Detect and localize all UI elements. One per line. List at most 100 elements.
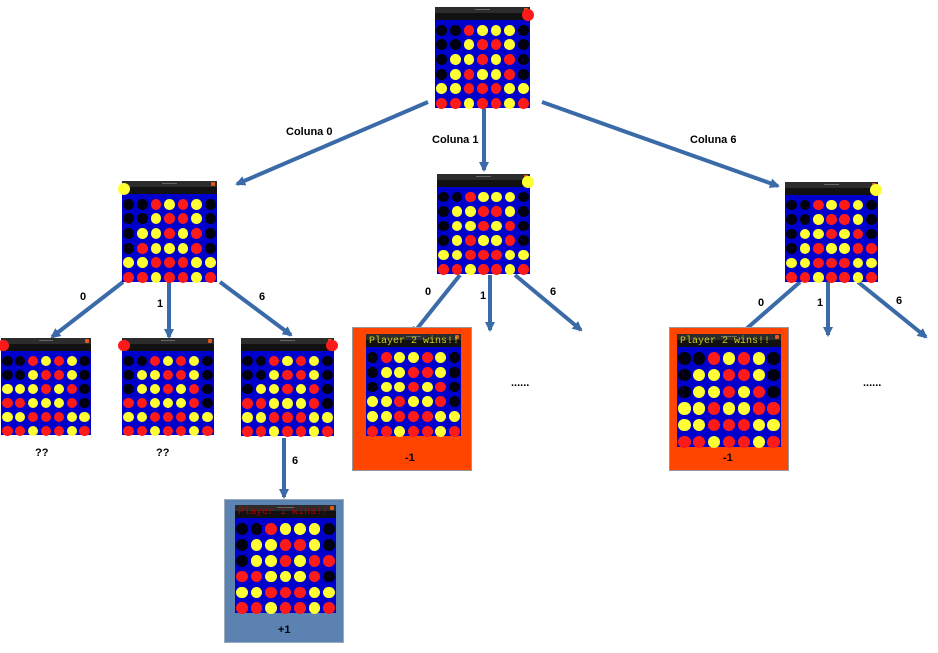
yellow-disc xyxy=(136,228,148,239)
yellow-disc xyxy=(491,191,503,203)
empty-slot xyxy=(136,213,148,225)
yellow-disc xyxy=(367,396,379,408)
red-disc xyxy=(799,272,811,283)
yellow-disc xyxy=(448,411,460,423)
empty-slot xyxy=(517,54,529,65)
empty-slot xyxy=(123,355,134,366)
yellow-disc xyxy=(308,355,320,367)
red-disc xyxy=(79,425,90,436)
yellow-turn-indicator xyxy=(522,176,534,188)
red-disc xyxy=(164,272,175,283)
yellow-disc xyxy=(464,220,476,232)
yellow-disc xyxy=(189,369,200,380)
yellow-disc xyxy=(175,397,187,408)
red-disc xyxy=(812,199,824,211)
yellow-disc xyxy=(150,228,162,239)
red-disc xyxy=(268,355,280,367)
yellow-disc xyxy=(478,191,489,203)
yellow-disc xyxy=(175,383,187,394)
red-disc xyxy=(308,383,320,395)
red-disc xyxy=(722,419,736,432)
red-disc xyxy=(123,272,135,283)
red-disc xyxy=(464,191,476,203)
yellow-disc xyxy=(491,220,503,232)
score-right: -1 xyxy=(723,452,733,464)
red-disc xyxy=(812,243,824,254)
empty-slot xyxy=(866,199,877,211)
yellow-disc xyxy=(250,539,263,551)
board-coluna0-1 xyxy=(118,338,214,436)
red-disc xyxy=(282,426,293,437)
yellow-disc xyxy=(136,411,147,422)
red-disc xyxy=(322,602,335,614)
red-disc xyxy=(322,426,333,437)
red-disc xyxy=(380,351,392,363)
empty-slot xyxy=(866,214,877,225)
yellow-disc xyxy=(149,383,160,394)
red-disc xyxy=(15,397,26,408)
red-disc xyxy=(295,426,306,437)
edge-label-col1-6: 6 xyxy=(550,286,557,298)
yellow-disc xyxy=(752,435,765,449)
red-disc xyxy=(279,602,292,614)
red-disc xyxy=(504,68,516,80)
red-disc xyxy=(40,425,52,436)
red-disc xyxy=(421,351,433,363)
red-disc xyxy=(177,198,189,210)
yellow-disc xyxy=(737,385,750,399)
empty-slot xyxy=(448,366,460,378)
yellow-disc xyxy=(852,199,864,211)
empty-slot xyxy=(438,220,449,232)
yellow-disc xyxy=(191,198,203,210)
red-disc xyxy=(162,425,174,436)
empty-slot xyxy=(767,385,780,399)
yellow-disc xyxy=(504,24,516,36)
red-disc xyxy=(478,249,489,261)
yellow-disc xyxy=(477,68,488,80)
yellow-disc xyxy=(504,83,516,95)
window-titlebar xyxy=(1,338,91,344)
red-disc xyxy=(367,426,379,437)
empty-slot xyxy=(250,523,263,535)
yellow-disc xyxy=(436,83,448,95)
edge-label-col6-6: 6 xyxy=(896,295,903,307)
yellow-disc xyxy=(202,411,213,422)
red-disc xyxy=(448,426,460,437)
window-titlebar xyxy=(437,174,530,180)
edge-label-col1-1: 1 xyxy=(480,290,487,302)
empty-slot xyxy=(15,355,26,366)
edge-label-col1-0: 0 xyxy=(425,286,432,298)
yellow-disc xyxy=(826,199,837,211)
yellow-disc xyxy=(294,523,306,535)
yellow-disc xyxy=(191,272,203,283)
empty-slot xyxy=(79,355,90,366)
board-player1-wins: Player 1 wins!! xyxy=(235,505,336,614)
yellow-disc xyxy=(852,272,864,283)
yellow-disc xyxy=(449,68,461,80)
empty-slot xyxy=(438,206,449,217)
red-disc xyxy=(53,355,64,366)
yellow-disc xyxy=(15,383,26,394)
red-disc xyxy=(66,397,77,408)
edge-label-a6-6: 6 xyxy=(292,455,299,467)
arrow-root-col6 xyxy=(541,100,780,189)
red-disc xyxy=(839,214,851,225)
yellow-disc xyxy=(265,554,277,567)
empty-slot xyxy=(518,206,529,217)
empty-slot xyxy=(204,213,216,225)
yellow-disc xyxy=(518,249,529,261)
yellow-disc xyxy=(464,264,476,275)
red-disc xyxy=(136,397,147,408)
empty-slot xyxy=(136,198,148,210)
red-disc xyxy=(177,213,189,225)
red-disc xyxy=(408,366,419,378)
empty-slot xyxy=(123,383,134,394)
empty-slot xyxy=(322,355,333,367)
red-disc xyxy=(308,570,321,583)
yellow-disc xyxy=(463,39,475,51)
yellow-disc xyxy=(40,355,52,366)
board-coluna-1 xyxy=(437,174,534,275)
yellow-disc xyxy=(693,419,706,432)
yellow-disc xyxy=(435,426,447,437)
yellow-disc xyxy=(123,411,134,422)
